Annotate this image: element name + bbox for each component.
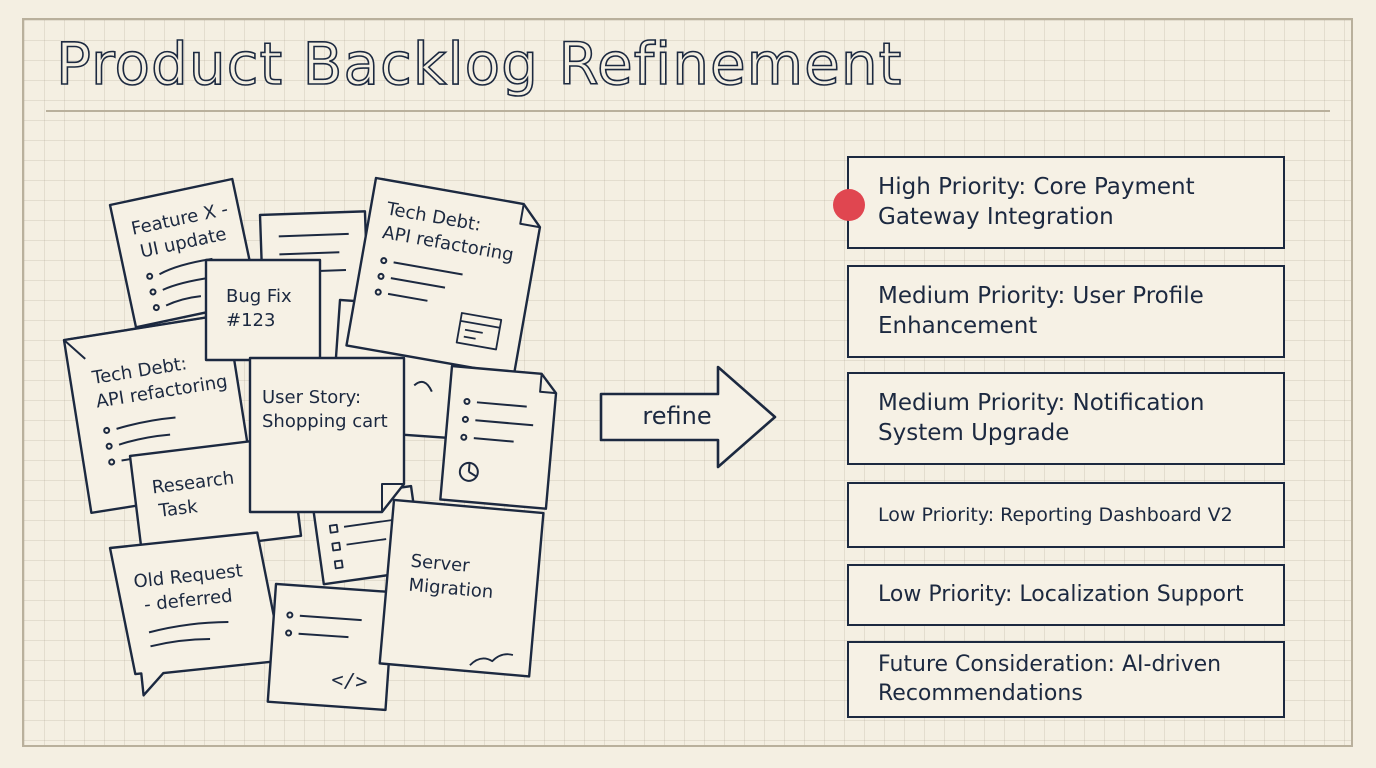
priority-item-medium-profile[interactable]: Medium Priority: User Profile Enhancemen…	[847, 265, 1285, 358]
title-divider	[46, 110, 1330, 112]
backlog-note-bug-fix: Bug Fix #123	[204, 258, 322, 362]
pie-chart-icon	[458, 461, 479, 482]
backlog-note-old-request: Old Request - deferred	[108, 531, 284, 697]
page-title: Product Backlog Refinement	[55, 29, 903, 99]
backlog-pile: Feature X - UI update Tech Debt: API ref…	[50, 160, 570, 720]
window-icon	[455, 312, 503, 351]
backlog-note-user-story: User Story: Shopping cart	[248, 356, 406, 514]
note-user-story-line-1: User Story:	[262, 387, 361, 408]
priority-item-label: Medium Priority: User Profile Enhancemen…	[878, 282, 1204, 339]
note-bug-fix-line-1: Bug Fix	[226, 286, 292, 307]
priority-item-high[interactable]: High Priority: Core Payment Gateway Inte…	[833, 156, 1285, 249]
priority-item-future-ai[interactable]: Future Consideration: AI-driven Recommen…	[847, 641, 1285, 718]
backlog-note-tech-debt-top: Tech Debt: API refactoring	[345, 176, 542, 377]
priority-item-label: Low Priority: Localization Support	[878, 581, 1244, 607]
backlog-pile-drawing: Feature X - UI update Tech Debt: API ref…	[62, 176, 558, 712]
priority-item-label: High Priority: Core Payment Gateway Inte…	[878, 173, 1195, 230]
priority-item-medium-notification[interactable]: Medium Priority: Notification System Upg…	[847, 372, 1285, 465]
priority-item-low-localization[interactable]: Low Priority: Localization Support	[847, 564, 1285, 626]
note-bug-fix-line-2: #123	[226, 310, 275, 331]
document-note-right	[439, 364, 558, 510]
note-user-story-line-2: Shopping cart	[262, 411, 388, 432]
code-note: </>	[266, 582, 395, 712]
refine-label: refine	[642, 402, 712, 430]
note-research-line-2: Task	[157, 496, 200, 522]
code-icon: </>	[331, 667, 369, 693]
note-server-migration-line-1: Server	[410, 551, 471, 577]
priority-item-label: Medium Priority: Notification System Upg…	[878, 389, 1205, 446]
priority-item-label: Future Consideration: AI-driven Recommen…	[878, 651, 1222, 706]
highlight-dot-icon	[833, 189, 865, 221]
arrow-right-icon	[599, 365, 777, 469]
refine-arrow: refine	[598, 364, 780, 470]
priority-item-label: Low Priority: Reporting Dashboard V2	[878, 503, 1233, 526]
backlog-note-server-migration: Server Migration	[378, 498, 545, 678]
priority-item-low-reporting[interactable]: Low Priority: Reporting Dashboard V2	[847, 482, 1285, 548]
